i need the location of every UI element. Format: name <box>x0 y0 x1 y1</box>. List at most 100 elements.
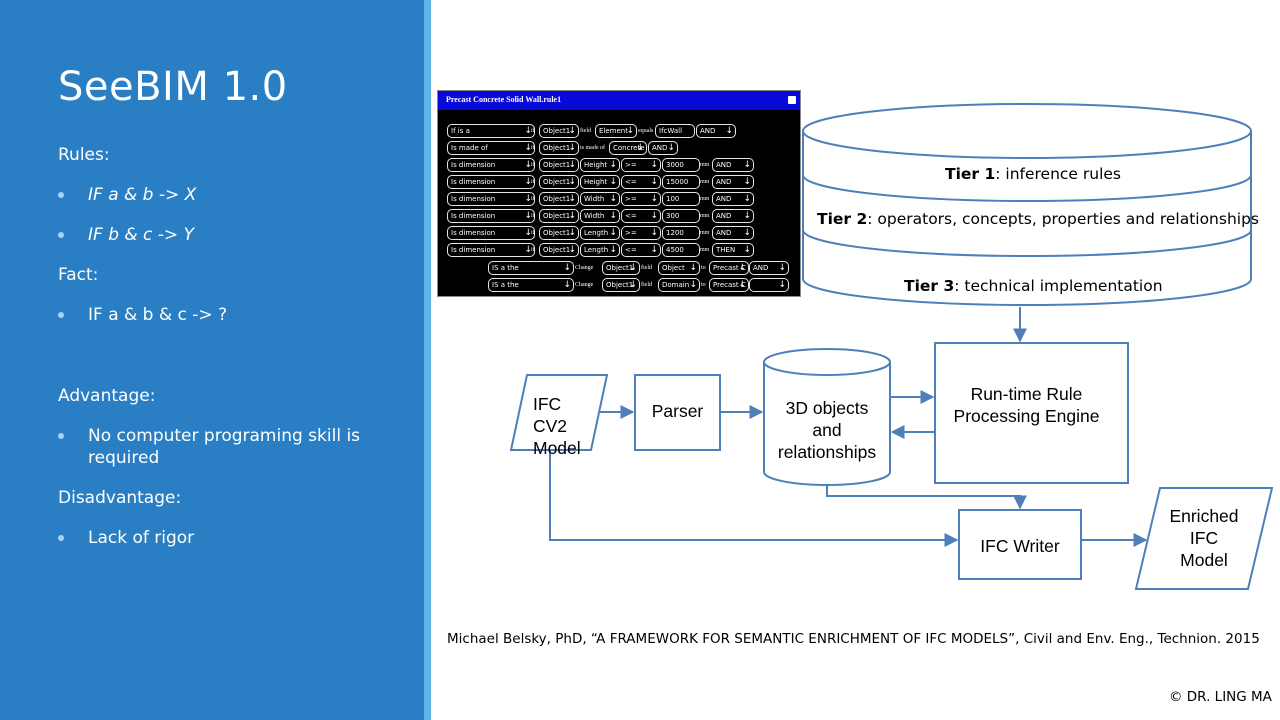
dropdown-arrow-icon: ↓ <box>524 143 532 153</box>
rule-field-text: Concrete <box>613 144 645 152</box>
rule-field-text: Object1 <box>543 127 571 135</box>
bullet-icon <box>58 433 64 439</box>
rule-field: THEN ↓ <box>712 243 754 257</box>
dropdown-arrow-icon: ↓ <box>524 228 532 238</box>
rule-label: field <box>580 128 591 134</box>
rule-field-text: Length <box>584 229 609 237</box>
bullet-icon <box>58 232 64 238</box>
dropdown-arrow-icon: ↓ <box>650 160 658 170</box>
dropdown-arrow-icon: ↓ <box>689 263 697 273</box>
rule-label: to <box>701 265 706 271</box>
rule-field-text: THEN <box>716 246 736 254</box>
rule-label: Change <box>575 265 594 271</box>
arrow-objects-to-writer <box>826 485 1027 510</box>
rule-field: Is dimension ↓ <box>447 226 535 240</box>
rule-field: AND↓ <box>712 158 754 172</box>
dropdown-arrow-icon: ↓ <box>568 211 576 221</box>
rule-field-text: AND <box>716 161 732 169</box>
rule-field-text: Object1 <box>543 229 571 237</box>
rule-field-text: 4500 <box>666 246 684 254</box>
rule-field-text: Element <box>599 127 628 135</box>
fact-1: IF a & b & c -> ? <box>88 305 228 325</box>
rule-field: Precast C↓ <box>709 261 749 275</box>
rule-field-text: 3000 <box>666 161 684 169</box>
rule-field: >=↓ <box>621 192 661 206</box>
rule-field-text: Precast C <box>713 281 746 289</box>
dropdown-arrow-icon: ↓ <box>725 126 733 136</box>
rule-field-text: Is dimension <box>451 229 496 237</box>
dropdown-arrow-icon: ↓ <box>568 143 576 153</box>
rule-field-text: Length <box>584 246 609 254</box>
dropdown-arrow-icon: ↓ <box>568 245 576 255</box>
rule-field-text: Is dimension <box>451 161 496 169</box>
rule-field: Domain↓ <box>658 278 700 292</box>
rule-field: Height↓ <box>580 158 620 172</box>
rule-field: Object ↓ <box>658 261 700 275</box>
rule-field: 15000 <box>662 175 700 189</box>
rule-field-text: AND <box>716 212 732 220</box>
rule-field-text: Domain <box>662 281 690 289</box>
rule-field: IS a the↓ <box>488 278 574 292</box>
dropdown-arrow-icon: ↓ <box>743 245 751 255</box>
rule-label: if <box>531 179 535 185</box>
rule-label: field <box>641 265 652 271</box>
rule-field: AND↓ <box>648 141 678 155</box>
dropdown-arrow-icon: ↓ <box>626 126 634 136</box>
dropdown-arrow-icon: ↓ <box>738 280 746 290</box>
rule-field-text: >= <box>625 161 637 169</box>
rule-field-text: Object1 <box>543 195 571 203</box>
advantage-label: Advantage: <box>58 386 156 406</box>
fact-label: Fact: <box>58 265 99 285</box>
dropdown-arrow-icon: ↓ <box>524 126 532 136</box>
dropdown-arrow-icon: ↓ <box>609 245 617 255</box>
rule-field-text: Object <box>662 264 685 272</box>
rule-label: if <box>531 145 535 151</box>
rule-field-text: Object1 <box>606 264 634 272</box>
rule-field-text: <= <box>625 212 637 220</box>
rule-editor-screenshot: Precast Concrete Solid Wall.rule1 If is … <box>437 90 801 297</box>
ifc-writer-label: IFC Writer <box>980 536 1060 556</box>
rule-field: Height↓ <box>580 175 620 189</box>
tier-2-label: Tier 2: operators, concepts, properties … <box>817 210 1260 228</box>
dropdown-arrow-icon: ↓ <box>563 263 571 273</box>
rule-label: Change <box>575 282 594 288</box>
dropdown-arrow-icon: ↓ <box>568 228 576 238</box>
bullet-icon <box>58 535 64 541</box>
rule-field-text: Height <box>584 178 608 186</box>
rule-field: Object1↓ <box>602 261 640 275</box>
rule-1: IF a & b -> X <box>88 185 197 205</box>
rule-label: field <box>641 282 652 288</box>
dropdown-arrow-icon: ↓ <box>524 177 532 187</box>
rule-field: Length↓ <box>580 243 620 257</box>
rule-field: IS a the ↓ <box>488 261 574 275</box>
dropdown-arrow-icon: ↓ <box>743 211 751 221</box>
rule-field-text: AND <box>652 144 668 152</box>
rule-label: is made of <box>580 145 605 151</box>
rule-field-text: IS a the <box>492 264 519 272</box>
tier-cylinder-top <box>802 103 1252 159</box>
disadvantage-1: Lack of rigor <box>88 528 195 548</box>
dropdown-arrow-icon: ↓ <box>689 280 697 290</box>
rule-field: Precast C↓ <box>709 278 749 292</box>
rule-label: if <box>531 247 535 253</box>
rule-label: to <box>701 282 706 288</box>
arrow-ifc-to-writer <box>549 450 959 547</box>
rule-field: If is a↓ <box>447 124 535 138</box>
citation: Michael Belsky, PhD, “A FRAMEWORK FOR SE… <box>447 631 1260 647</box>
objects-cylinder-top <box>763 348 891 376</box>
rule-field: 3000 <box>662 158 700 172</box>
rule-field: AND↓ <box>712 175 754 189</box>
dropdown-arrow-icon: ↓ <box>650 245 658 255</box>
dropdown-arrow-icon: ↓ <box>650 177 658 187</box>
rule-field: Is dimension↓ <box>447 158 535 172</box>
rule-field-text: AND <box>716 229 732 237</box>
parser-label: Parser <box>651 401 704 421</box>
rule-field: Object1↓ <box>539 175 579 189</box>
dropdown-arrow-icon: ↓ <box>743 194 751 204</box>
rule-field-text: Object1 <box>543 144 571 152</box>
rule-field-text: AND <box>716 195 732 203</box>
dropdown-arrow-icon: ↓ <box>563 280 571 290</box>
window-button-icon <box>788 96 796 104</box>
rule-field: Is dimension↓ <box>447 243 535 257</box>
